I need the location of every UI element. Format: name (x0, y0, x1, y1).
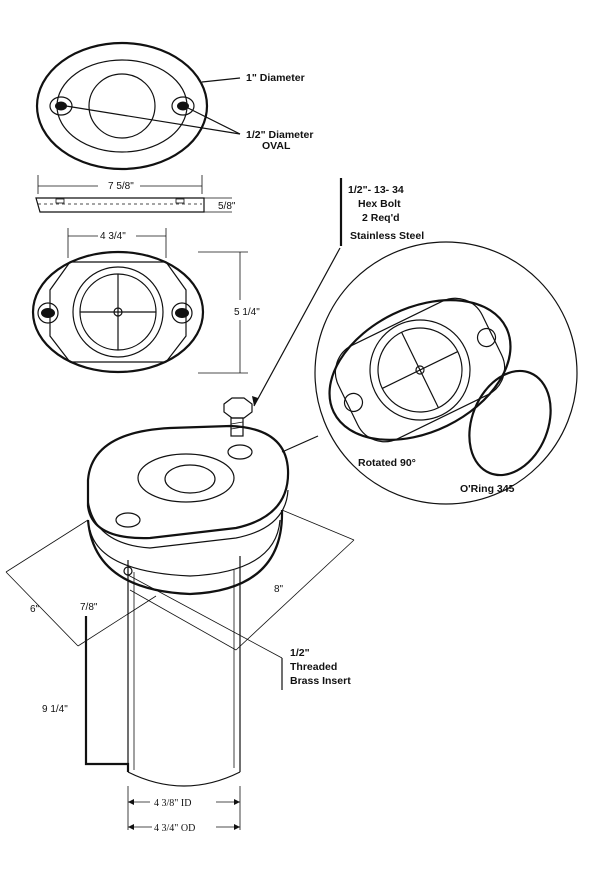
isometric-holder (86, 397, 290, 787)
inner-width-label: 4 3/4" (100, 231, 126, 242)
bolt-label-line1: 1/2"- 13- 34 (348, 184, 404, 196)
top-view-plate (35, 41, 241, 171)
iso-dimensions (5, 509, 355, 772)
height-plate-label: 5 1/4" (234, 307, 260, 318)
rotated-label: Rotated 90° (358, 457, 416, 469)
detail-circle (281, 241, 578, 505)
insert-label-line3: Brass Insert (290, 675, 351, 687)
dim-8-label: 8" (274, 584, 284, 595)
bottom-dimensions (127, 786, 241, 830)
oval-label-line1: 1/2" Diameter (246, 129, 313, 141)
insert-label-line2: Threaded (290, 661, 337, 673)
bolt-label-line2: Hex Bolt (358, 198, 401, 210)
bottom-view-plate (31, 228, 248, 374)
thickness-label: 5/8" (218, 201, 236, 212)
dim-9-1-4-label: 9 1/4" (42, 704, 68, 715)
od-label: 4 3/4" OD (154, 823, 195, 834)
dim-6-label: 6" (30, 604, 40, 615)
dim-7-8-label: 7/8" (80, 602, 98, 613)
bolt-label-line4: Stainless Steel (350, 230, 424, 242)
width-top-label: 7 5/8" (108, 181, 134, 192)
insert-label-line1: 1/2" (290, 647, 310, 659)
oval-label-line2: OVAL (262, 140, 291, 152)
bolt-label-line3: 2 Req'd (362, 212, 400, 224)
oring-label: O'Ring 345 (460, 483, 515, 495)
side-view-plate (35, 175, 232, 213)
bolt-note (252, 178, 343, 407)
id-label: 4 3/8" ID (154, 798, 191, 809)
diameter-label: 1" Diameter (246, 72, 305, 84)
